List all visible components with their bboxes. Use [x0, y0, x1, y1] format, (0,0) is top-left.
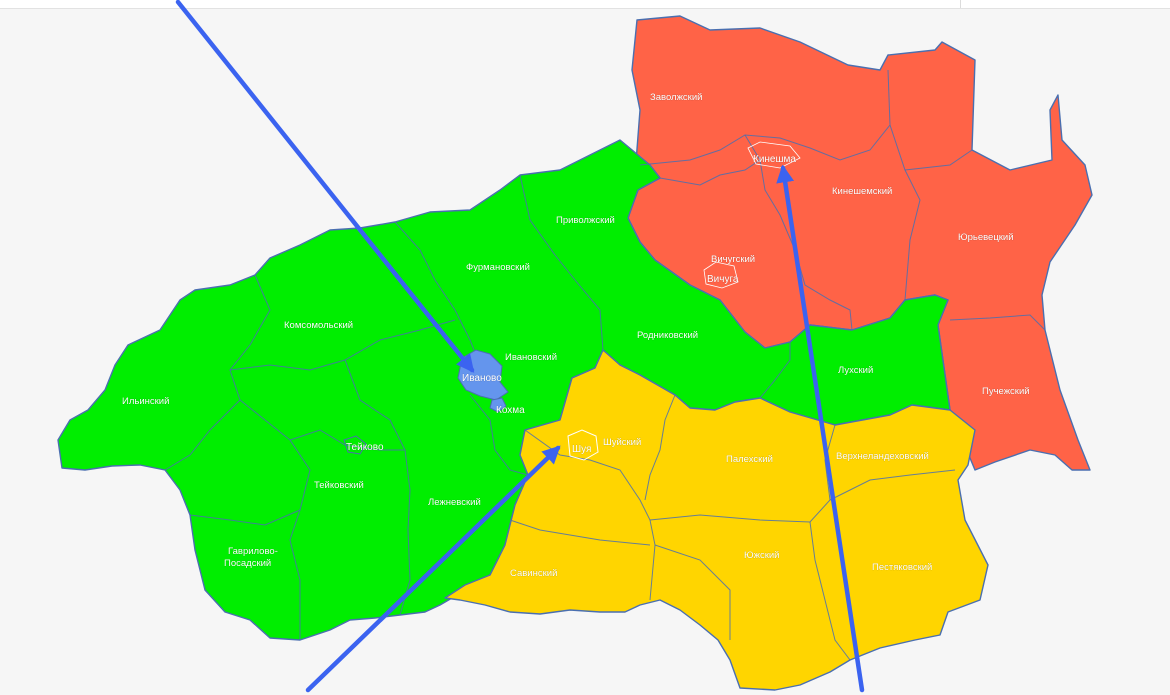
border-yellow-5 — [809, 521, 851, 661]
label-puchezhsky[interactable]: Пучежский — [982, 386, 1030, 398]
label-shuya[interactable]: Шуя — [572, 444, 592, 456]
label-rodnikovsky[interactable]: Родниковский — [637, 330, 699, 342]
arrow-to-ivanovo — [175, 0, 475, 373]
label-kineshemsky[interactable]: Кинешемский — [832, 186, 893, 198]
border-yellow-6 — [829, 469, 956, 501]
kineshma-city-shape[interactable] — [747, 141, 801, 169]
label-teykovo[interactable]: Тейково — [346, 442, 385, 454]
kokhma-city-shape[interactable] — [489, 397, 507, 413]
border-green-1 — [519, 174, 604, 351]
border-yellow-1 — [524, 429, 656, 601]
label-vichuga[interactable]: Вичуга — [707, 274, 739, 286]
label-pestyakovsky[interactable]: Пестяковский — [872, 562, 933, 574]
district-borders — [164, 69, 1046, 661]
label-kokhma[interactable]: Кохма — [496, 405, 526, 417]
border-red-1 — [639, 69, 891, 166]
border-red-6 — [659, 159, 761, 186]
label-gavrilovo-line2[interactable]: Посадский — [224, 558, 272, 570]
pointer-arrows — [175, 0, 865, 693]
label-kineshma[interactable]: Кинешма — [753, 154, 797, 166]
border-yellow-2 — [644, 394, 676, 501]
label-gavrilovo-line1[interactable]: Гаврилово- — [228, 546, 278, 558]
border-green-8 — [469, 394, 529, 476]
label-savinsky[interactable]: Савинский — [510, 568, 558, 580]
label-vichugsky[interactable]: Вичугский — [711, 254, 756, 266]
label-lukhsky[interactable]: Лухский — [838, 365, 874, 377]
label-shuysky[interactable]: Шуйский — [603, 437, 642, 449]
label-ivanovo[interactable]: Иваново — [462, 373, 503, 385]
border-yellow-4 — [509, 519, 651, 546]
map-labels: Заволжский Кинешма Кинешемский Юрьевецки… — [122, 92, 1030, 580]
border-red-4 — [904, 149, 973, 171]
label-yuzhsky[interactable]: Южский — [744, 550, 780, 562]
label-verkhnelandekhovsky[interactable]: Верхнеландеховский — [836, 451, 929, 463]
top-toolbar-strip — [0, 0, 1170, 9]
vichuga-city-shape[interactable] — [703, 261, 739, 289]
border-red-3 — [889, 124, 921, 301]
label-teykovsky[interactable]: Тейковский — [314, 480, 364, 492]
border-green-5 — [239, 399, 311, 640]
border-green-2 — [394, 221, 481, 366]
label-zavolzhsky[interactable]: Заволжский — [650, 92, 703, 104]
border-green-7 — [289, 429, 405, 451]
label-privolzhsky[interactable]: Приволжский — [556, 215, 615, 227]
label-yuryevetsky[interactable]: Юрьевецкий — [958, 232, 1014, 244]
border-green-9 — [189, 509, 301, 526]
border-green-6 — [344, 359, 411, 616]
border-yellow-7 — [654, 544, 731, 640]
label-palekhsky[interactable]: Палехский — [726, 454, 774, 466]
label-ilyinsky[interactable]: Ильинский — [122, 396, 170, 408]
border-green-10 — [759, 342, 791, 399]
label-furmanovsky[interactable]: Фурмановский — [466, 262, 531, 274]
label-komsomolsky[interactable]: Комсомольский — [284, 320, 354, 332]
label-lezhnevsky[interactable]: Лежневский — [428, 497, 481, 509]
border-red-5 — [949, 314, 1046, 331]
arrow-to-shuya — [305, 445, 561, 693]
border-green-3 — [164, 274, 271, 471]
shuya-city-shape[interactable] — [567, 429, 599, 461]
teykovo-city-shape[interactable] — [343, 435, 367, 455]
label-ivanovsky[interactable]: Ивановский — [505, 352, 558, 364]
toolbar-separator — [960, 0, 961, 8]
arrow-to-kineshma — [776, 164, 865, 693]
